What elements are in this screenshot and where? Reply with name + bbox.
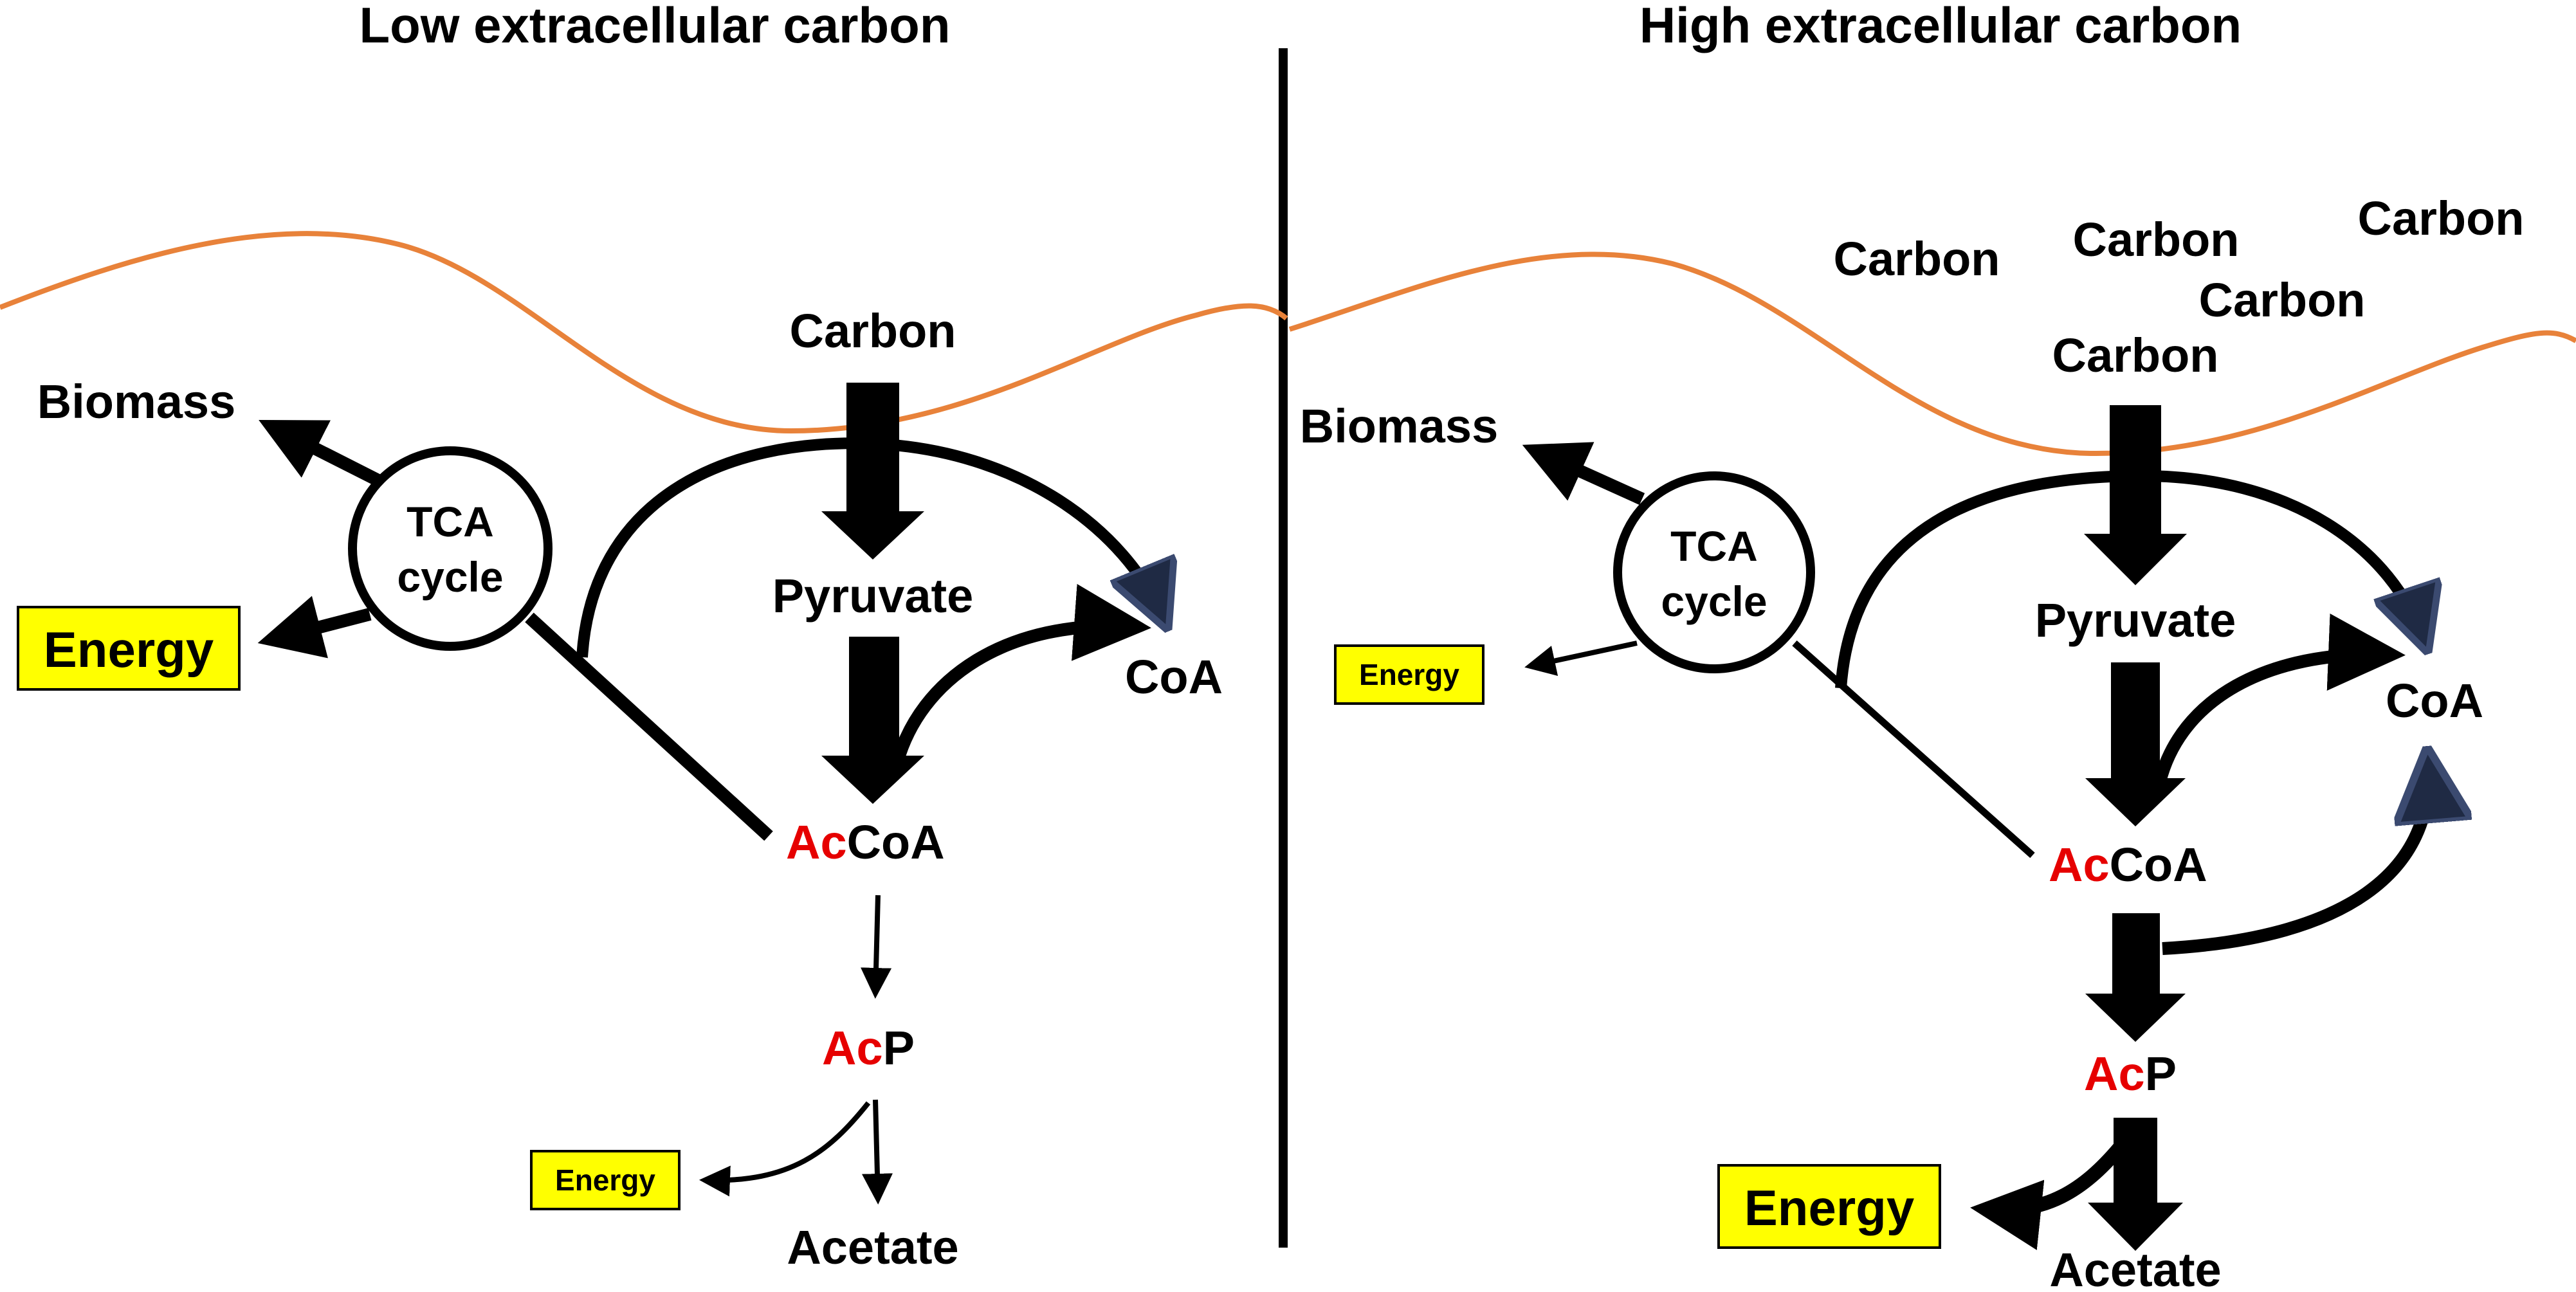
right-carbon-to-pyruvate-arrow xyxy=(2084,405,2187,585)
right-acp-to-energy-arrow xyxy=(1970,1143,2125,1250)
left-energy-tca-label: Energy xyxy=(44,621,214,678)
left-acetate-label: Acetate xyxy=(787,1221,958,1274)
right-accoa-to-coa-arrow xyxy=(2162,759,2429,955)
right-energy-tca-label: Energy xyxy=(1359,658,1459,691)
left-tca-line2: cycle xyxy=(397,553,503,601)
left-accoa-to-acp-arrow xyxy=(861,895,892,999)
right-carbon-label-1: Carbon xyxy=(1834,232,2000,286)
left-panel: Low extracellular carbon Carbon Pyruvate… xyxy=(0,0,1288,1274)
left-carbon-label: Carbon xyxy=(790,304,956,358)
left-energy-tca-box xyxy=(17,606,241,691)
left-coa-return-arrow xyxy=(891,584,1151,764)
right-pyruvate-to-accoa-arrow xyxy=(2085,662,2186,826)
right-carbon-label-5: Carbon xyxy=(2052,329,2219,382)
left-energy-acetate-box xyxy=(530,1150,681,1210)
right-acp-to-acetate-arrow xyxy=(2088,1118,2183,1251)
left-tca-cycle-circle xyxy=(348,446,553,651)
right-energy-acetate-box xyxy=(1717,1164,1941,1249)
right-cell-membrane xyxy=(1288,251,2576,457)
left-cell-membrane xyxy=(0,231,1288,434)
left-acp-to-energy-arrow xyxy=(699,1101,871,1197)
right-acetate-label: Acetate xyxy=(2049,1243,2221,1292)
right-accoa-label: AcCoA xyxy=(2049,838,2207,891)
right-carbon-label-2: Carbon xyxy=(2073,213,2240,266)
left-accoa-tca-line xyxy=(525,612,773,841)
right-tca-cycle-circle xyxy=(1613,471,1815,673)
right-accoa-tca-line xyxy=(1792,640,2035,859)
left-tca-line1: TCA xyxy=(406,498,494,545)
left-coa-label: CoA xyxy=(1125,650,1223,704)
right-carbon-label-3: Carbon xyxy=(2358,192,2525,245)
right-energy-tca-box xyxy=(1334,644,1484,705)
left-energy-acetate-label: Energy xyxy=(555,1163,655,1197)
left-tca-to-biomass-arrow xyxy=(259,419,383,487)
left-tca-coa-arc xyxy=(576,437,1164,658)
right-coa-label: CoA xyxy=(2386,674,2483,727)
right-tca-line2: cycle xyxy=(1661,578,1767,625)
right-acp-label: AcP xyxy=(2084,1047,2177,1100)
right-accoa-to-acp-arrow xyxy=(2085,913,2186,1042)
right-tca-line1: TCA xyxy=(1670,522,1758,570)
right-coa-return-arrow xyxy=(2153,614,2406,783)
left-acp-to-acetate-arrow xyxy=(861,1099,893,1205)
left-carbon-to-pyruvate-arrow xyxy=(821,383,924,560)
right-tca-to-energy-arrow xyxy=(1524,641,1638,677)
right-biomass-label: Biomass xyxy=(1300,399,1498,453)
left-biomass-label: Biomass xyxy=(37,375,235,428)
right-energy-acetate-label: Energy xyxy=(1744,1179,1914,1236)
left-acp-label: AcP xyxy=(822,1021,915,1075)
left-tca-to-energy-arrow xyxy=(257,596,372,659)
right-tca-coa-arc xyxy=(1835,469,2425,689)
right-carbon-label-4: Carbon xyxy=(2199,273,2366,327)
left-accoa-label: AcCoA xyxy=(786,815,945,869)
right-panel-title: High extracellular carbon xyxy=(1640,0,2242,53)
left-pyruvate-label: Pyruvate xyxy=(772,569,974,623)
right-tca-to-biomass-arrow xyxy=(1522,442,1645,505)
right-pyruvate-label: Pyruvate xyxy=(2035,594,2236,647)
left-panel-title: Low extracellular carbon xyxy=(360,0,951,53)
right-panel: High extracellular carbon Carbon Carbon … xyxy=(1288,0,2576,1292)
